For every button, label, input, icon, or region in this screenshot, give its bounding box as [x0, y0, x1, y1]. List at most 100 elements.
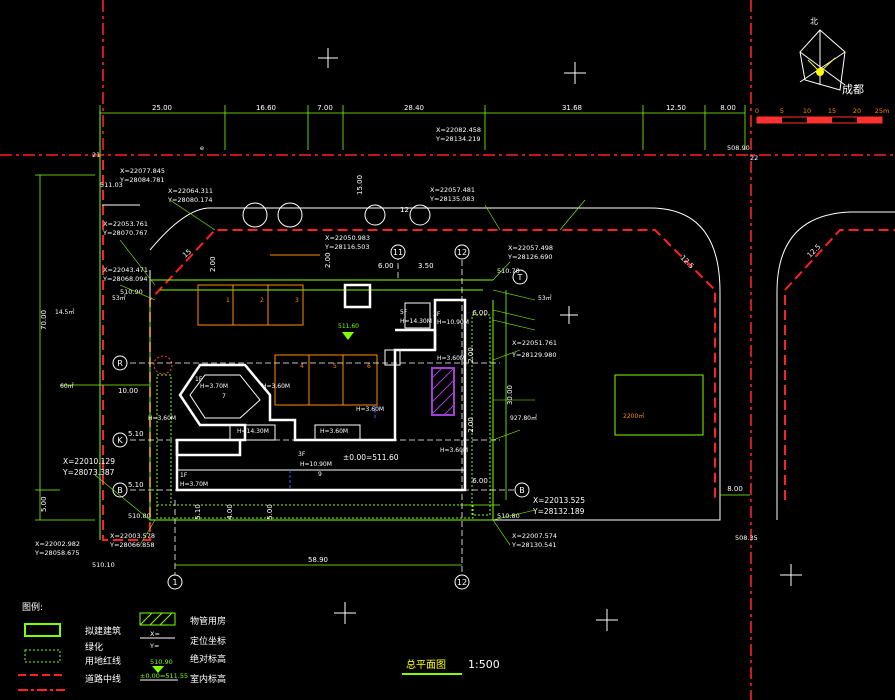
zero-level: ±0.00=511.60: [343, 453, 399, 462]
coord-12x: X=22002.982: [35, 540, 80, 548]
road-point-21: 21: [92, 151, 100, 159]
elev-511-03: 511.03: [100, 181, 123, 189]
height-6: H=10.90M: [437, 319, 469, 326]
scale-tick-25: 25m: [875, 107, 890, 115]
dim-510a: 5.10: [128, 430, 144, 438]
dim-15-00: 15.00: [356, 175, 364, 195]
road-point-e: e: [200, 144, 204, 152]
area-2200: 2200㎡: [623, 412, 644, 420]
coord-11y: Y=28132.189: [532, 507, 585, 516]
room-num-9: 9: [318, 471, 322, 478]
coord-9x: X=22043.471: [103, 266, 148, 274]
coord-4y: Y=28135.083: [429, 195, 475, 203]
drawing-title: 总平面图: [406, 658, 446, 671]
dim-left-5: 5.00: [40, 496, 48, 512]
height-11: H=3.60M: [440, 447, 468, 454]
site-level: 511.60: [338, 323, 359, 330]
north-label: 北: [810, 17, 818, 26]
dim-4-00: 4.00: [226, 504, 234, 520]
legend-item-2: 绿化: [85, 641, 103, 653]
elev-510-90: 510.90: [120, 288, 143, 296]
dim-2-00d: 2.00: [467, 417, 475, 433]
height-10: H=3.70M: [180, 481, 208, 488]
room-num-3: 3: [295, 297, 299, 304]
axis-11: 11: [393, 248, 403, 257]
bottom-dimension: [175, 290, 750, 566]
area-30: 53㎡: [538, 294, 552, 302]
dim-top-2: 16.60: [256, 104, 276, 112]
crosshair-markers: [318, 48, 802, 631]
height-8: H=3.60M: [437, 355, 465, 362]
legend-x: X=: [150, 630, 160, 638]
legend-item-3: 用地红线: [85, 655, 121, 667]
elev-508-90: 508.90: [727, 144, 750, 152]
dim-top-6: 12.50: [666, 104, 686, 112]
trees: [153, 202, 431, 375]
elev-510-70: 510.70: [497, 267, 520, 275]
legend-item-7: 绝对标高: [190, 653, 226, 665]
height-9: H=3.60M: [148, 415, 176, 422]
legend-y: Y=: [149, 642, 159, 650]
axis-12-top: 12: [457, 248, 467, 257]
floor-5: 5F: [400, 309, 408, 316]
coord-6y: Y=28126.690: [507, 253, 553, 261]
dim-10: 10.00: [118, 387, 138, 395]
coord-4x: X=22057.481: [430, 186, 475, 194]
coord-10y: Y=28073.387: [62, 468, 115, 477]
axis-B-right: B: [519, 486, 525, 495]
dim-top-7: 8.00: [720, 104, 736, 112]
coord-11x: X=22013.525: [533, 496, 585, 505]
elev-510-80b: 510.80: [497, 512, 520, 520]
area-14: 14.5㎡: [55, 308, 74, 316]
height-1: H=3.70M: [200, 383, 228, 390]
height-3: H=14.30M: [237, 428, 269, 435]
coord-14x: X=22007.574: [512, 532, 557, 540]
dim-6-00: 6.00: [378, 262, 394, 270]
dim-6-00b: 6.00: [472, 477, 488, 485]
blue-dashed: [289, 405, 376, 490]
legend-item-4: 道路中线: [85, 673, 121, 685]
room-num-6: 6: [367, 363, 371, 370]
greening-strip: [156, 314, 704, 519]
elev-510-80a: 510.80: [128, 512, 151, 520]
area-60: 60㎡: [60, 382, 74, 390]
buildings: [175, 283, 467, 492]
coord-12y: Y=28058.675: [34, 549, 80, 557]
coord-2y: Y=28084.781: [119, 176, 165, 184]
elev-510-10: 510.10: [92, 561, 115, 569]
dim-top-5: 31.68: [562, 104, 582, 112]
dim-r12-5: 12.5: [679, 254, 696, 271]
top-dimension-chain: [99, 105, 746, 150]
dim-5-10c: 5.10: [194, 504, 202, 520]
grid-bubbles: [112, 244, 530, 590]
dim-58-90: 58.90: [308, 556, 328, 564]
scale-tick-5: 5: [780, 107, 784, 115]
scale-tick-0: 0: [755, 107, 759, 115]
coord-13y: Y=28066.858: [109, 541, 155, 549]
legend-item-5: 物管用房: [190, 615, 226, 627]
coord-6x: X=22057.498: [508, 244, 553, 252]
area-927: 927.80㎡: [510, 414, 537, 422]
dim-510b: 5.10: [128, 481, 144, 489]
axis-1: 1: [172, 578, 177, 587]
room-num-1: 1: [226, 297, 230, 304]
coord-8y: Y=28070.767: [102, 229, 148, 237]
room-num-7: 7: [222, 393, 226, 400]
height-5: H=3.60M: [320, 428, 348, 435]
dim-8-00: 8.00: [727, 485, 743, 493]
coord-10x: X=22010.129: [63, 457, 115, 466]
scale-tick-15: 15: [828, 107, 836, 115]
legend-item-6: 定位坐标: [190, 635, 226, 647]
coord-7y: Y=28129.980: [511, 351, 557, 359]
orange-rooms: [197, 254, 378, 406]
axis-K: K: [117, 436, 123, 445]
legend-item-8: 室内标高: [190, 673, 226, 685]
city-label: 成都: [842, 83, 864, 96]
north-arrow: [799, 29, 846, 91]
property-red-line: [102, 160, 716, 541]
dim-30: 30.00: [506, 385, 514, 405]
area-53: 53㎡: [112, 294, 126, 302]
dim-2-00b: 2.00: [209, 256, 217, 272]
dim-2-00a: 2.00: [324, 252, 332, 268]
